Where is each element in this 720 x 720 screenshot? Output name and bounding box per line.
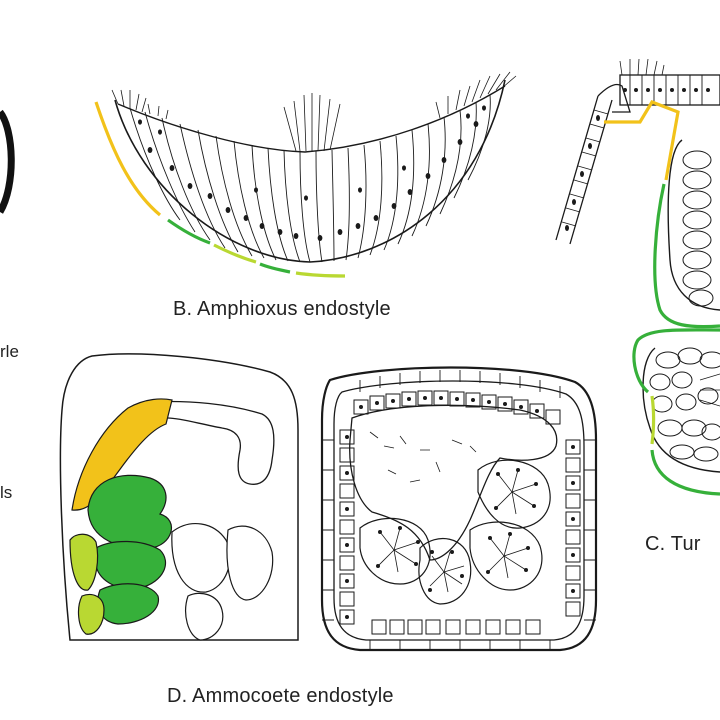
panel-a-fragment <box>0 109 15 214</box>
tunicate-yellowgreen-band <box>650 395 656 445</box>
ammocoete-white-lobe-3 <box>185 592 224 641</box>
histology-inner-wall <box>333 380 585 641</box>
ammocoete-white-lobe-2 <box>226 525 274 601</box>
amphioxus-yellowgreen-band-1 <box>213 243 257 264</box>
left-fragment-label-2: ls <box>0 483 13 502</box>
amphioxus-green-band <box>167 218 211 245</box>
amphioxus-top-edge <box>117 85 506 153</box>
ammocoete-yellowgreen-lobe-lower <box>77 593 105 635</box>
histology-outer-wall <box>320 366 598 652</box>
panel-b-caption: B. Amphioxus endostyle <box>173 298 391 320</box>
amphioxus-yellow-band <box>94 101 162 217</box>
tunicate-green-band-lower-top <box>632 328 720 394</box>
panel-d-ammocoete-histology <box>320 366 598 652</box>
panel-c-tunicate-diagram <box>555 58 720 496</box>
amphioxus-green-band-2 <box>259 262 291 274</box>
panel-d-ammocoete-schematic <box>59 353 299 641</box>
histology-lumen <box>349 404 558 561</box>
amphioxus-yellowgreen-band-2 <box>295 271 346 278</box>
tunicate-green-band-upper <box>653 183 720 329</box>
ammocoete-green-lobe-middle <box>95 540 166 590</box>
ammocoete-inner-channel <box>149 400 275 485</box>
ammocoete-white-lobe-1 <box>171 523 231 593</box>
left-fragment-label-1: rle <box>0 342 19 361</box>
amphioxus-bowl-outline <box>114 79 506 263</box>
panel-d-caption: D. Ammocoete endostyle <box>167 685 394 707</box>
panel-b-amphioxus-diagram <box>94 71 517 278</box>
tunicate-yellow-band <box>604 100 680 181</box>
panel-c-caption: C. Tur <box>645 533 701 555</box>
ammocoete-yellowgreen-lobe-upper <box>69 533 99 591</box>
tunicate-green-band-lower <box>650 449 720 496</box>
